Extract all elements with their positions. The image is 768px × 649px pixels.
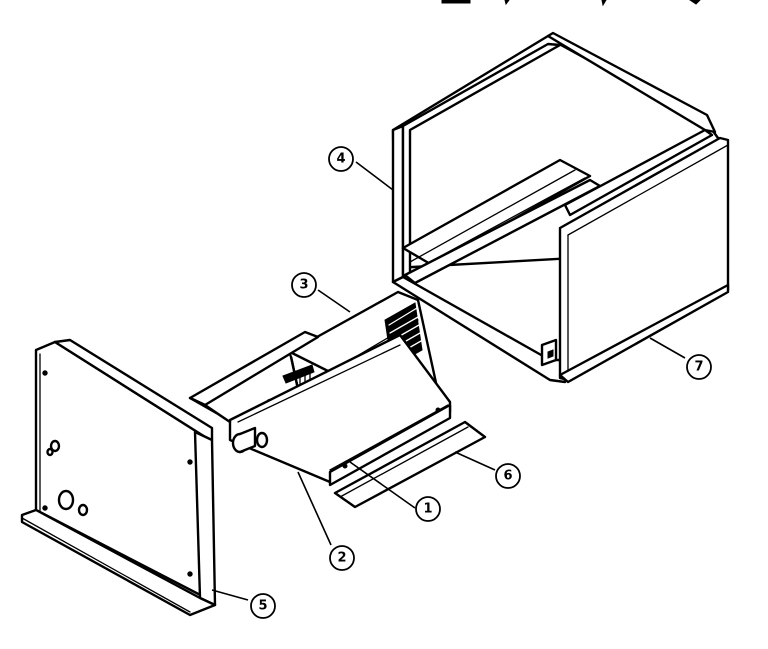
- callout-5-label: 5: [258, 599, 267, 614]
- callout-4: 4: [328, 146, 354, 172]
- access-panel: [20, 338, 217, 617]
- callout-1-label: 1: [423, 502, 432, 517]
- screw-hole-icon: [42, 370, 48, 376]
- callout-2-label: 2: [337, 551, 346, 566]
- callout-3: 3: [291, 272, 317, 298]
- filler-strip: [333, 420, 487, 509]
- callout-5: 5: [250, 593, 276, 619]
- callout-6-label: 6: [503, 469, 512, 484]
- callout-6: 6: [495, 463, 521, 489]
- callout-1: 1: [415, 496, 441, 522]
- drain-pan: [228, 333, 452, 487]
- top-edge-fragments: [441, 0, 701, 7]
- coil-support-tray: [188, 330, 320, 424]
- cabinet-box: [391, 31, 730, 384]
- callout-7-label: 7: [694, 360, 703, 375]
- callout-7: 7: [686, 354, 712, 380]
- callout-leaders: [211, 161, 686, 601]
- callout-2: 2: [329, 545, 355, 571]
- knockout-hole-icon: [49, 439, 61, 453]
- callout-3-label: 3: [299, 278, 308, 293]
- callout-4-label: 4: [336, 152, 345, 167]
- drain-fitting-icon: [231, 426, 269, 454]
